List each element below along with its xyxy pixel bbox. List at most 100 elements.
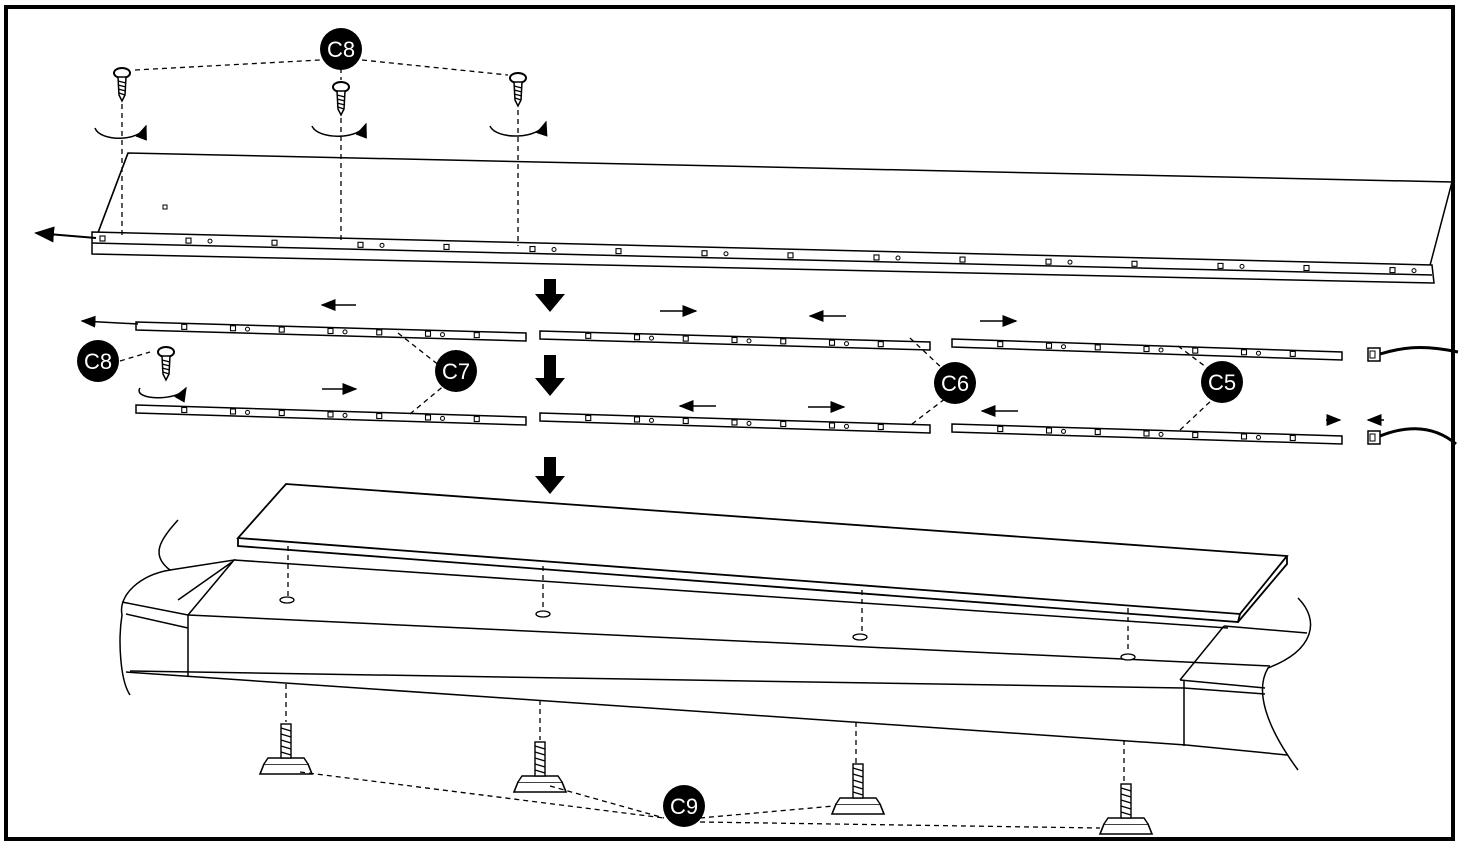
led-chip [1045,342,1053,349]
resistor-dot [342,329,348,335]
led-tray [91,152,1453,284]
led-strip [135,404,527,426]
led-chip [780,338,787,345]
resistor-dot [1061,428,1066,434]
panel-holes [279,596,1136,661]
tray-led-chips [99,235,1417,274]
resistor-dot [1061,344,1066,350]
led-chip [1289,434,1296,442]
led-chip [1289,350,1296,357]
callout-c8-left: C8 [77,340,119,382]
screw-leader-lines [121,59,519,246]
down-arrows [535,279,565,494]
tray-led-chip [1131,260,1138,267]
strip-direction-arrows [80,299,1384,426]
callout-label: C7 [442,359,470,384]
led-chip [1240,433,1248,440]
resistor-dot [746,420,752,426]
led-chip [633,334,641,341]
resistor-dot [1158,347,1164,353]
led-chip [327,327,334,335]
tray-led-chip [529,245,536,253]
led-strips [135,321,1343,445]
led-chip [1143,345,1150,353]
resistor-dot [1256,434,1261,440]
led-chip [877,341,884,348]
led-chip [1240,349,1248,356]
callout-label: C8 [327,37,355,62]
led-strip [539,412,931,434]
led-chip [780,420,787,428]
led-chip [877,423,884,431]
cabinet-body [119,519,1312,771]
led-strip [951,338,1343,361]
tray-led-chip [443,243,450,250]
resistor-dot [746,338,752,344]
tray-resistor-dot [895,255,901,261]
resistor-dot [649,417,654,423]
tray-resistor-dot [723,251,729,257]
power-connectors [1367,346,1459,446]
panel-leader-lines [285,546,1129,782]
strip-leader-lines [119,332,1215,431]
led-chip [682,335,689,342]
led-chip [473,332,480,339]
led-chip [682,417,689,425]
led-chip [327,411,334,418]
resistor-dot [1256,350,1261,356]
tray-resistor-dot [379,242,385,248]
tray-small-hole [162,204,168,210]
tray-led-chip [615,248,622,255]
led-chip [828,422,836,429]
led-chip [1192,431,1199,439]
top-screws [113,67,527,116]
led-chip [376,329,383,336]
callout-c6: C6 [934,362,976,404]
led-chip [1143,430,1150,437]
callout-label: C9 [670,794,698,819]
led-chip [1045,427,1053,434]
resistor-dot [844,341,849,347]
led-chip [1192,347,1199,354]
led-chip [278,409,285,417]
tray-led-chip [787,252,794,259]
tray-led-chip [1303,264,1310,272]
led-chip [997,341,1004,348]
led-chip [633,416,641,423]
led-chip [278,326,285,333]
callout-label: C6 [941,371,969,396]
led-chip [1094,344,1101,351]
led-chip [229,325,237,332]
resistor-dot [649,335,654,341]
resistor-dot [844,423,849,429]
callout-c5: C5 [1201,361,1243,403]
led-chip [181,323,188,330]
led-chip [828,339,836,346]
callout-label: C5 [1208,370,1236,395]
led-chip [376,412,383,420]
tray-resistor-dot [551,247,557,253]
tray-direction-arrow [34,226,97,243]
led-chip [585,414,592,422]
rotation-arrows [94,120,548,403]
leveling-feet [259,723,1153,835]
led-chip [473,415,480,423]
tray-led-chip [271,239,278,246]
resistor-dot [440,415,445,421]
led-strip [951,423,1343,445]
left-screw [157,346,175,381]
led-chip [181,406,188,414]
tray-led-chip [1389,267,1396,274]
tray-resistor-dot [1411,268,1417,274]
led-chip [997,425,1004,433]
tray-led-chip [1045,258,1052,265]
led-chip [229,408,237,415]
tray-led-chip [959,256,966,263]
led-chip [424,414,432,421]
tray-led-chip [357,241,364,248]
tray-led-chip [873,254,880,261]
tray-resistor-dot [1067,259,1073,265]
tray-resistor-dot [207,238,213,244]
callout-label: C8 [84,349,112,374]
